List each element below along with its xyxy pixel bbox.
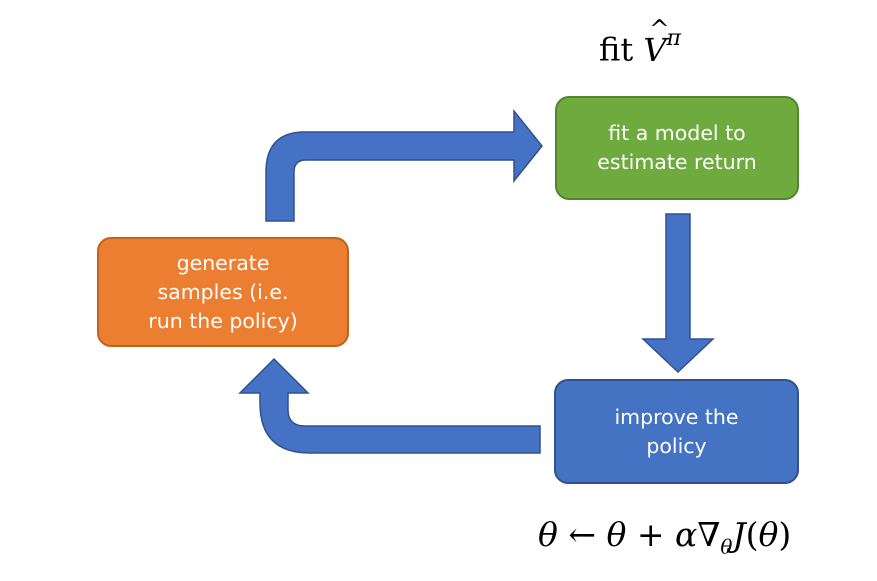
arrow-fit-to-improve (641, 213, 715, 374)
improve-policy-label: improve the policy (614, 404, 739, 458)
arrow-generate-to-fit (265, 108, 543, 222)
fit-model-node: fit a model to estimate return (555, 96, 799, 200)
generate-samples-node: generate samples (i.e. run the policy) (97, 237, 349, 347)
fit-value-annotation: fit V^π (599, 14, 681, 69)
improve-policy-node: improve the policy (554, 379, 799, 484)
policy-update-annotation: θ ← θ + α∇θJ(θ) (538, 515, 792, 559)
generate-samples-label: generate samples (i.e. run the policy) (148, 250, 298, 333)
arrow-improve-to-generate (238, 357, 541, 454)
fit-model-label: fit a model to estimate return (597, 121, 757, 174)
